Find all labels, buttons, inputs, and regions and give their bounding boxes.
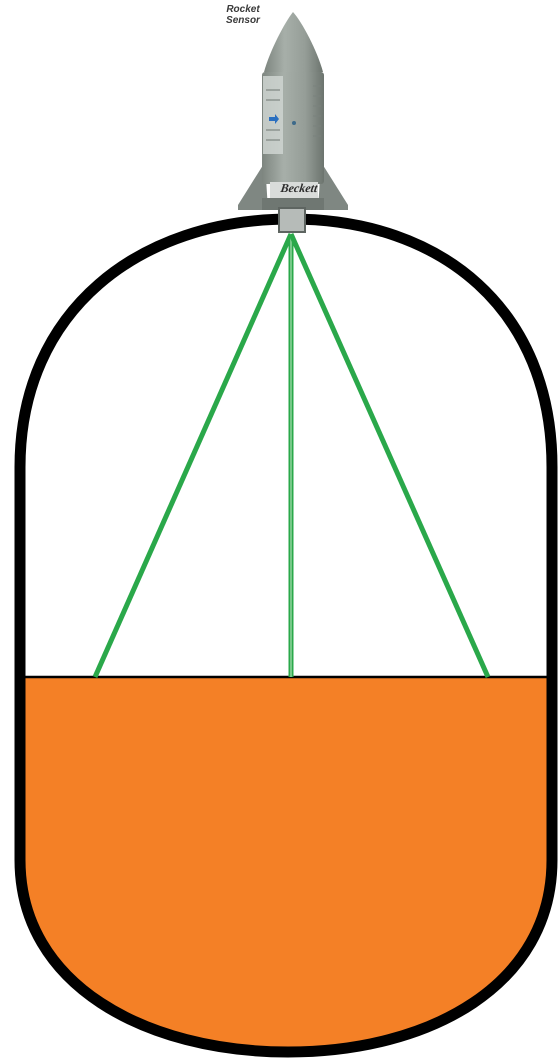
rocket-label-panel: [263, 76, 283, 154]
rocket-nose-cone: [264, 12, 323, 72]
sensor-beams: [95, 234, 488, 677]
sensor-mount: [279, 208, 305, 232]
rocket-brand-label: Beckett: [269, 181, 329, 196]
rocket-sensor: [238, 12, 348, 232]
rocket-sensor-title-line2: Sensor: [214, 15, 272, 26]
beam-right: [291, 234, 488, 677]
beam-left: [95, 234, 291, 677]
rocket-sensor-title-line1: Rocket: [214, 4, 272, 15]
rocket-sensor-title: Rocket Sensor: [214, 4, 272, 26]
indicator-dot: [292, 121, 296, 125]
